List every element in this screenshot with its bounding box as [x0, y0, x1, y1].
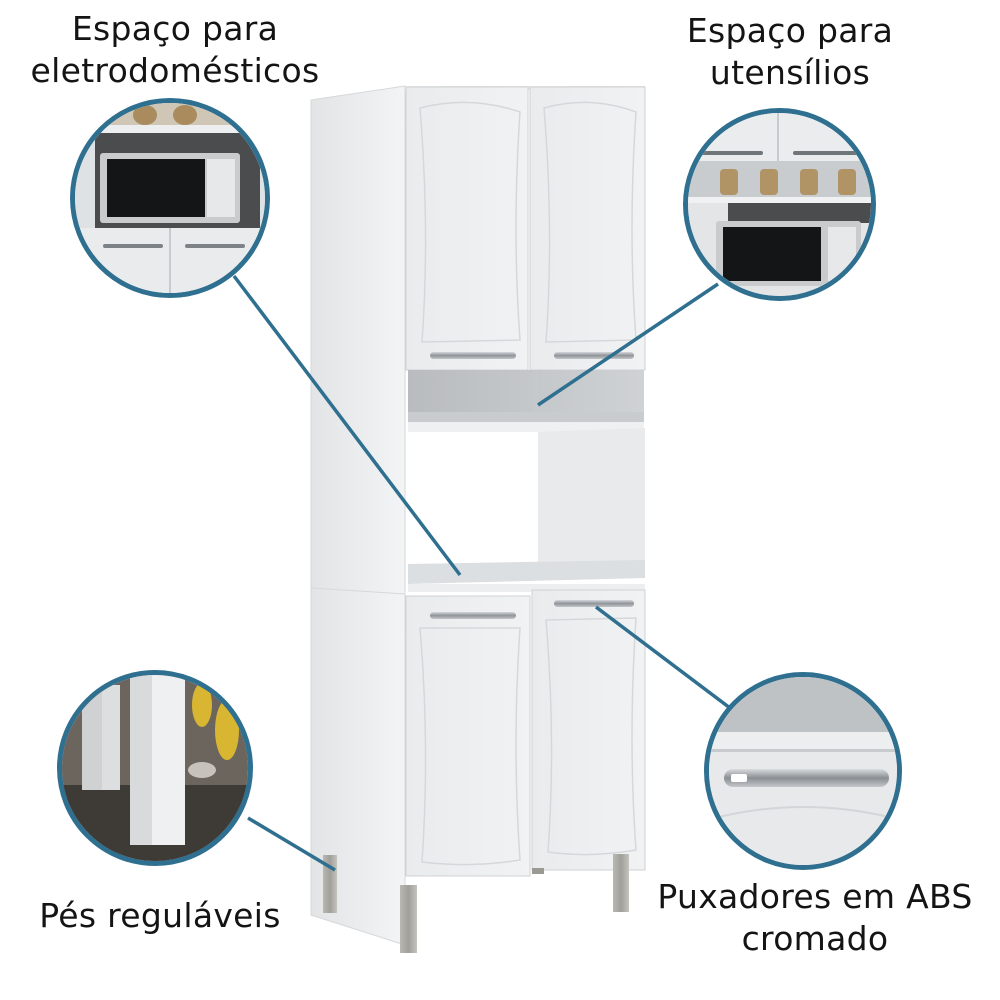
appliance-niche	[408, 428, 645, 592]
leg-back-right	[532, 868, 544, 874]
callout-label-handles-line2: cromado	[741, 919, 889, 958]
detail-circle-handles	[704, 672, 902, 870]
callout-label-appliances-line1: Espaço para	[71, 9, 279, 48]
leg-front-right	[613, 854, 629, 912]
callout-label-utensils: Espaço para utensílios	[640, 10, 940, 94]
upper-niche	[408, 370, 644, 432]
leg-detail-image	[62, 675, 248, 861]
lower-door-left[interactable]	[405, 595, 531, 877]
handle-lower-right[interactable]	[554, 600, 634, 607]
callout-label-feet-line1: Pés reguláveis	[39, 896, 281, 935]
leg-back-left	[323, 855, 337, 913]
lower-door-right[interactable]	[531, 589, 646, 871]
detail-circle-feet	[57, 670, 253, 866]
microwave-detail-image	[75, 103, 265, 293]
adjustable-legs	[323, 854, 629, 953]
handle-upper-right[interactable]	[554, 352, 634, 359]
leg-front-left	[400, 885, 417, 953]
callout-label-handles: Puxadores em ABS cromado	[630, 876, 1000, 960]
detail-circle-utensils	[683, 108, 876, 301]
upper-door-right[interactable]	[529, 86, 646, 371]
utensils-detail-image	[688, 113, 871, 296]
upper-door-left[interactable]	[405, 86, 529, 371]
callout-label-utensils-line1: Espaço para	[686, 11, 894, 50]
detail-circle-appliances	[70, 98, 270, 298]
jar-icon	[720, 169, 738, 195]
chrome-handle-icon	[724, 769, 889, 787]
callout-label-utensils-line2: utensílios	[709, 53, 871, 92]
callout-label-appliances-line2: eletrodomésticos	[30, 51, 320, 90]
handle-lower-left[interactable]	[430, 612, 516, 619]
handle-upper-left[interactable]	[430, 352, 516, 359]
callout-label-handles-line1: Puxadores em ABS	[657, 877, 973, 916]
handle-detail-image	[709, 677, 897, 865]
callout-label-appliances: Espaço para eletrodomésticos	[0, 8, 350, 92]
callout-label-feet: Pés reguláveis	[10, 895, 310, 937]
